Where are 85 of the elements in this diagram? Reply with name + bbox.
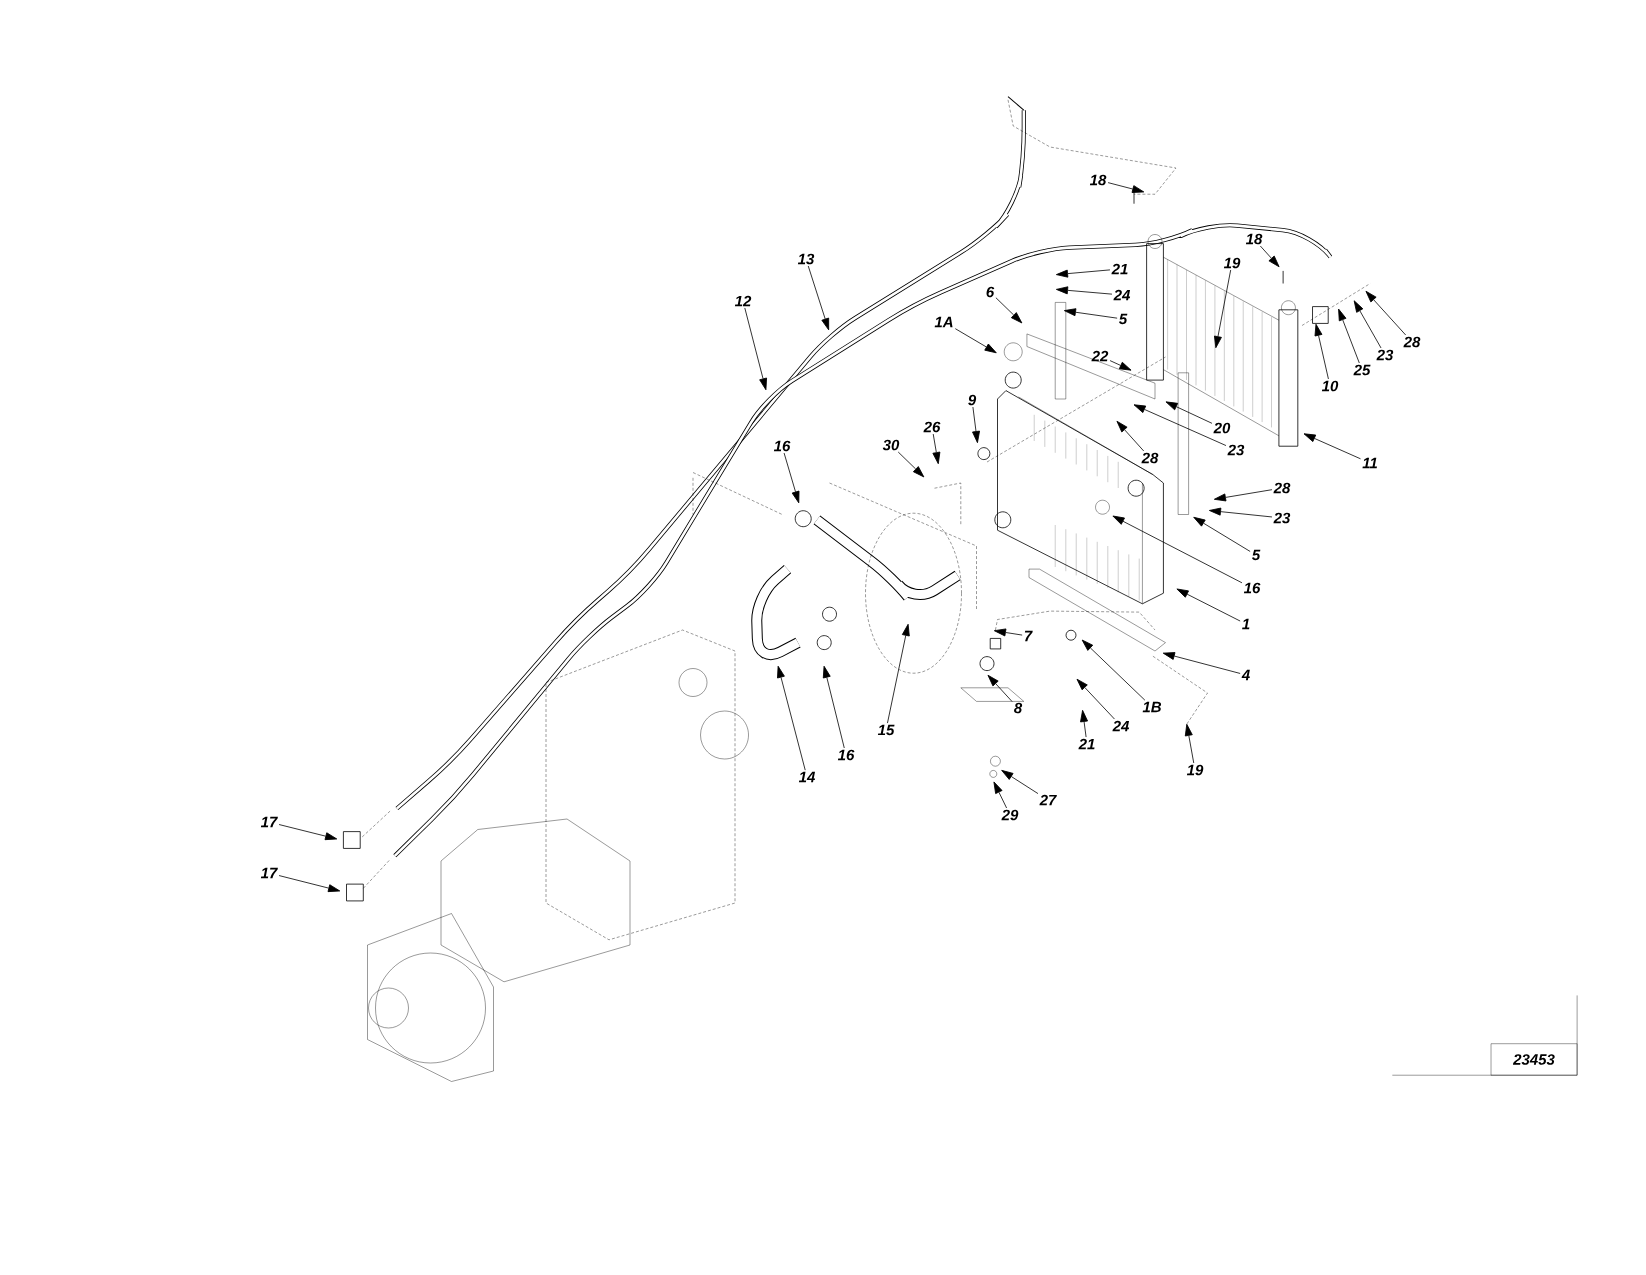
callout-number: 17 [260,867,278,879]
leader-line [1176,588,1241,622]
figure-number-box: 23453 [1490,1043,1578,1076]
leader-line [972,406,980,444]
leader-line [1165,401,1213,424]
leader-line [1107,182,1145,193]
leader-line [1314,323,1329,380]
leader-line [807,265,830,331]
leader-line [954,328,997,354]
leader-line [995,297,1023,324]
callout-number: 18 [1245,233,1263,245]
callout-number: 8 [1014,702,1023,714]
leader-line [1116,420,1145,452]
callout-number: 4 [1241,669,1250,681]
callout-number: 17 [260,816,278,828]
leader-line [1055,269,1111,278]
callout-number: 12 [734,295,752,307]
callout-number: 22 [1091,350,1109,362]
callout-number: 1A [934,316,953,328]
callout-number: 16 [1243,582,1261,594]
callout-number: 20 [1213,422,1231,434]
callout-number: 16 [837,749,855,761]
callout-number: 1 [1242,618,1250,630]
callout-number: 23 [1376,349,1394,361]
leader-line [1184,723,1195,764]
leader-line [1338,308,1360,364]
callout-number: 10 [1321,380,1339,392]
callout-number: 21 [1111,263,1128,275]
leader-line [1076,678,1115,720]
leader-line [1365,290,1407,336]
callout-number: 28 [1273,482,1291,494]
leader-line [1001,769,1039,794]
leader-line [1063,308,1118,319]
callout-number: 24 [1112,720,1130,732]
callout-number: 27 [1039,794,1057,806]
leader-line [783,452,800,504]
leader-line [1133,404,1227,446]
callout-number: 7 [1024,630,1033,642]
callout-number: 9 [968,394,977,406]
leader-line [993,628,1023,637]
callout-number: 23 [1227,444,1245,456]
callout-number: 15 [877,724,895,736]
callout-number: 6 [986,286,995,298]
leader-line [993,781,1007,809]
callout-number: 16 [773,440,791,452]
leader-line [1214,269,1232,349]
callout-number: 30 [882,439,900,451]
callout-number: 28 [1141,452,1159,464]
leader-line [1081,639,1146,701]
leader-line [1303,433,1361,460]
leader-line [1259,245,1280,268]
leader-line [1080,709,1088,738]
callout-number: 13 [797,253,815,265]
leader-line [1162,652,1241,674]
callout-number: 24 [1113,289,1131,301]
leader-line [1112,515,1243,584]
callout-number: 28 [1403,336,1421,348]
leader-line [777,665,806,771]
leader-line [987,674,1013,702]
callout-number: 5 [1252,549,1261,561]
leader-line [1193,516,1251,552]
leader-line [887,623,910,724]
callout-number: 14 [798,771,816,783]
leader-line [822,665,845,749]
leader-line [1213,489,1273,502]
leader-line [278,875,341,893]
leader-line [278,824,338,841]
callout-number: 18 [1089,174,1107,186]
leader-line [932,433,941,465]
leader-line [1353,300,1382,349]
callout-number: 5 [1119,313,1128,325]
callout-number: 21 [1078,738,1095,750]
callout-number: 29 [1001,809,1019,821]
leader-line [897,451,925,478]
callout-number: 23 [1273,512,1291,524]
leader-line [1109,360,1132,371]
callout-number: 19 [1223,257,1241,269]
callout-number: 11 [1362,457,1377,469]
callout-number: 1B [1142,701,1162,713]
leader-line [1055,286,1113,295]
callout-number: 25 [1353,364,1371,376]
leader-line [744,307,767,391]
callout-number: 26 [923,421,941,433]
leader-line [1208,507,1273,518]
callout-number: 19 [1186,764,1204,776]
